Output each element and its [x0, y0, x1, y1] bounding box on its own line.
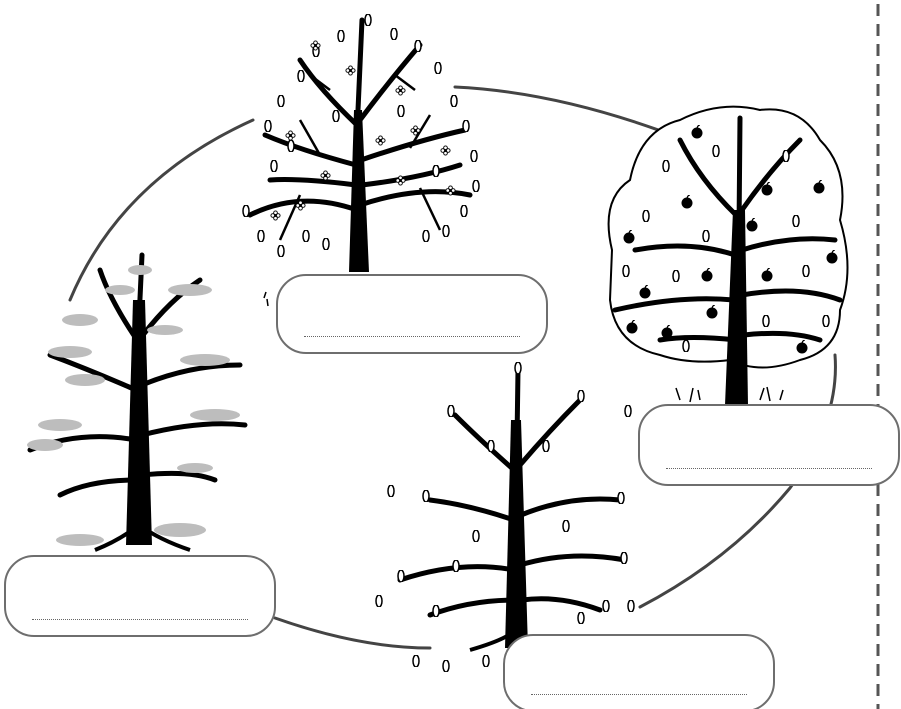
summer-answer-box[interactable]	[638, 404, 900, 486]
grass-marks	[264, 292, 268, 306]
autumn-tree-icon	[376, 362, 634, 672]
summer-tree-icon	[609, 107, 848, 405]
spring-dotted-line	[304, 336, 520, 337]
autumn-answer-box[interactable]	[503, 634, 775, 709]
spring-tree-icon	[243, 14, 479, 272]
summer-dotted-line	[666, 468, 872, 469]
winter-tree-icon	[27, 255, 245, 550]
winter-answer-box[interactable]	[4, 555, 276, 637]
winter-dotted-line	[32, 619, 248, 620]
spring-answer-box[interactable]	[276, 274, 548, 354]
autumn-dotted-line	[531, 694, 747, 695]
